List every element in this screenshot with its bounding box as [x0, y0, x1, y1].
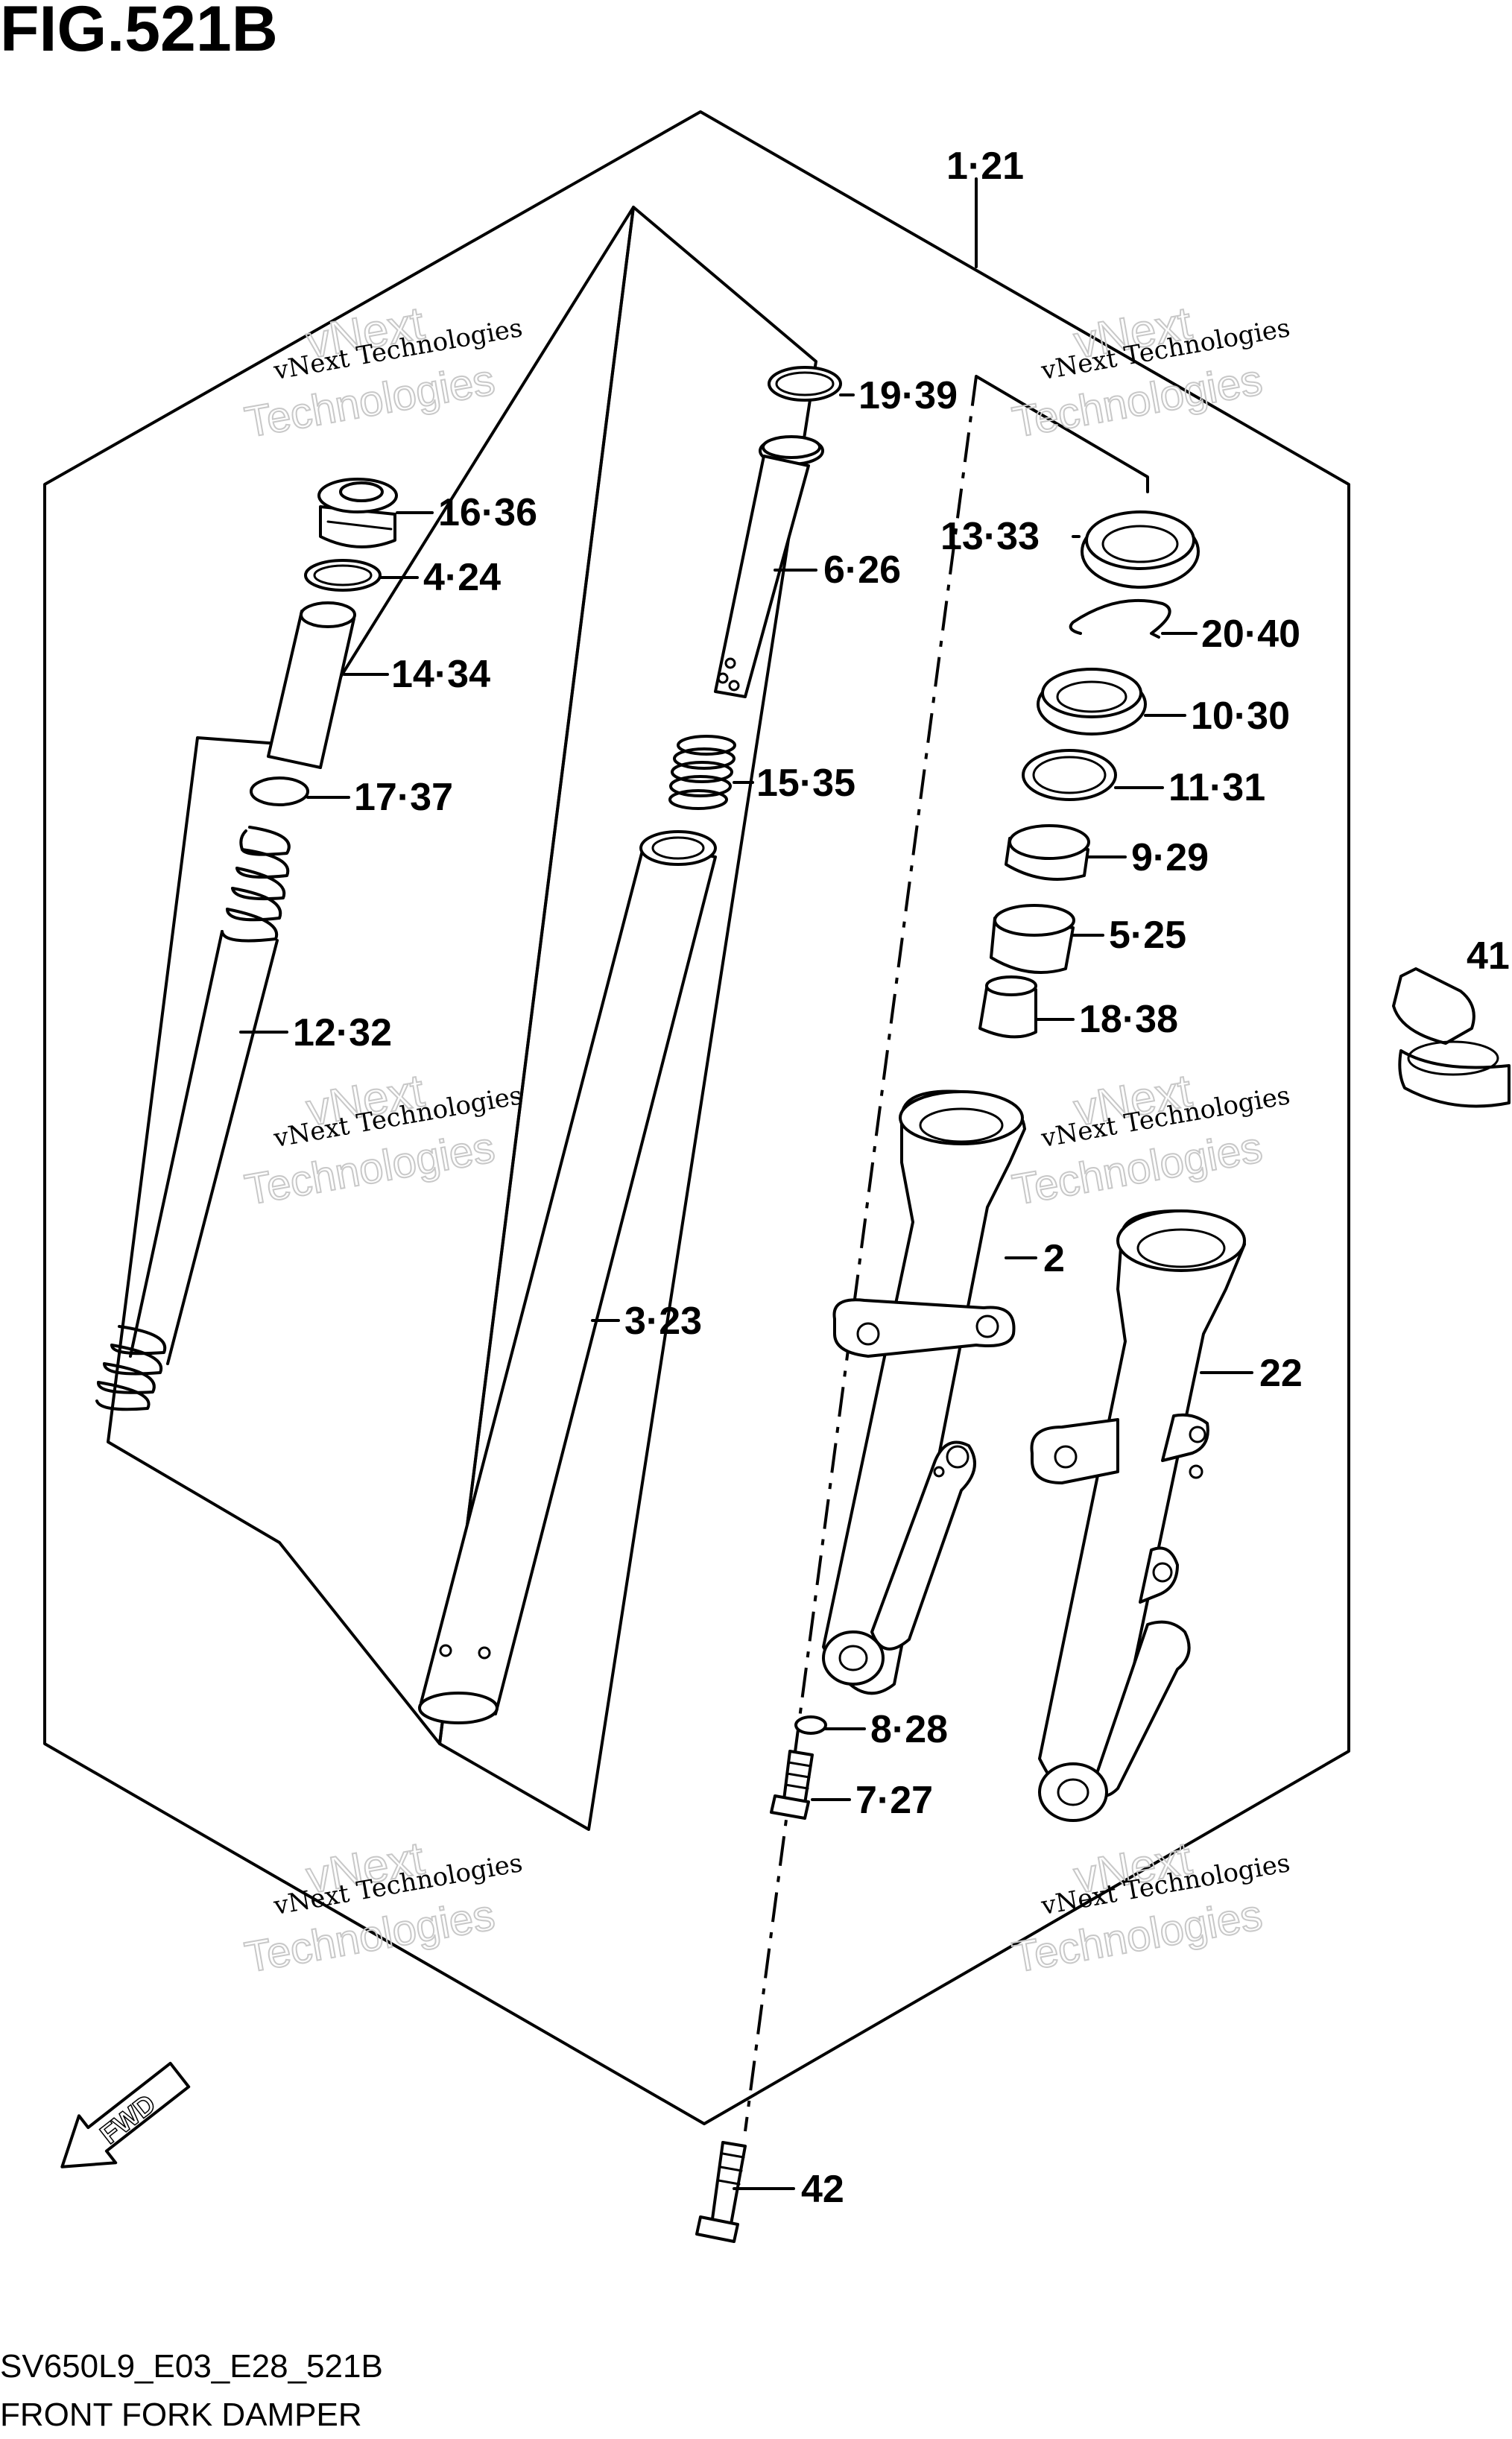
leader-lines	[239, 177, 1253, 2190]
callout-22: 22	[1259, 1352, 1303, 1395]
part-cap-bolt	[317, 478, 398, 548]
callout-41: 41	[1467, 934, 1510, 978]
callout-1-21: 1·21	[946, 145, 1024, 188]
callout-16-36: 16·36	[438, 491, 537, 534]
part-fork-spring	[95, 826, 291, 1411]
callout-18-38: 18·38	[1079, 998, 1178, 1041]
callout-14-34: 14·34	[391, 653, 490, 696]
part-dust-seal	[1081, 510, 1200, 589]
watermark-mid-left: vNext vNext Technologies Technologies	[241, 1064, 525, 1215]
callout-13-33: 13·33	[940, 515, 1040, 558]
part-gasket	[794, 1715, 827, 1735]
part-guide-metal	[1005, 824, 1090, 881]
watermark-mid-right: vNext vNext Technologies Technologies	[1008, 1064, 1292, 1215]
part-washer	[250, 776, 309, 806]
part-damper-rod	[714, 435, 824, 698]
watermark-top-left: vNext vNext Technologies Technologies	[241, 297, 525, 447]
part-boot	[1392, 967, 1511, 1108]
part-spacer	[267, 601, 356, 769]
callout-3-23: 3·23	[624, 1300, 702, 1343]
footer-code: SV650L9_E03_E28_521B	[0, 2348, 383, 2385]
callout-15-35: 15·35	[756, 762, 855, 805]
centerline-axle-bolt	[744, 376, 978, 2132]
footer-name: FRONT FORK DAMPER	[0, 2397, 362, 2433]
callout-9-29: 9·29	[1131, 836, 1209, 879]
callout-42: 42	[801, 2168, 844, 2211]
callout-6-26: 6·26	[823, 548, 901, 592]
part-inner-tube	[418, 830, 717, 1724]
part-oil-lock-piece	[978, 975, 1037, 1039]
callout-17-37: 17·37	[354, 776, 453, 819]
part-outer-tube-right	[1030, 1209, 1246, 1822]
part-seal-washer	[1022, 749, 1117, 801]
callout-2: 2	[1043, 1237, 1065, 1280]
callout-12-32: 12·32	[293, 1011, 392, 1054]
watermark-top-right: vNext vNext Technologies Technologies	[1008, 297, 1292, 447]
callout-7-27: 7·27	[855, 1779, 933, 1822]
part-oil-seal	[1037, 668, 1147, 736]
fwd-arrow: FWD	[60, 2061, 191, 2168]
callout-4-24: 4·24	[423, 556, 501, 599]
callout-10-30: 10·30	[1191, 695, 1290, 738]
watermark-bottom-right: vNext vNext Technologies Technologies	[1008, 1832, 1292, 1982]
watermark-bottom-left: vNext vNext Technologies Technologies	[241, 1832, 525, 1982]
part-outer-tube-left	[822, 1089, 1026, 1695]
callout-5-25: 5·25	[1109, 914, 1186, 957]
assembly-outline	[43, 110, 1350, 2125]
part-stopper-ring	[1069, 598, 1171, 639]
part-slide-metal	[990, 904, 1075, 974]
part-axle-bolt	[695, 2141, 747, 2243]
group-outline-spring	[107, 206, 635, 1745]
part-damper-bolt	[770, 1750, 814, 1820]
callout-11-31: 11·31	[1168, 766, 1265, 809]
part-rebound-spring	[668, 735, 736, 810]
callout-19-39: 19·39	[858, 374, 958, 417]
figure-title: FIG.521B	[0, 0, 278, 65]
callout-20-40: 20·40	[1201, 613, 1300, 656]
callout-8-28: 8·28	[870, 1708, 948, 1751]
group-outline-seals	[975, 375, 1149, 493]
